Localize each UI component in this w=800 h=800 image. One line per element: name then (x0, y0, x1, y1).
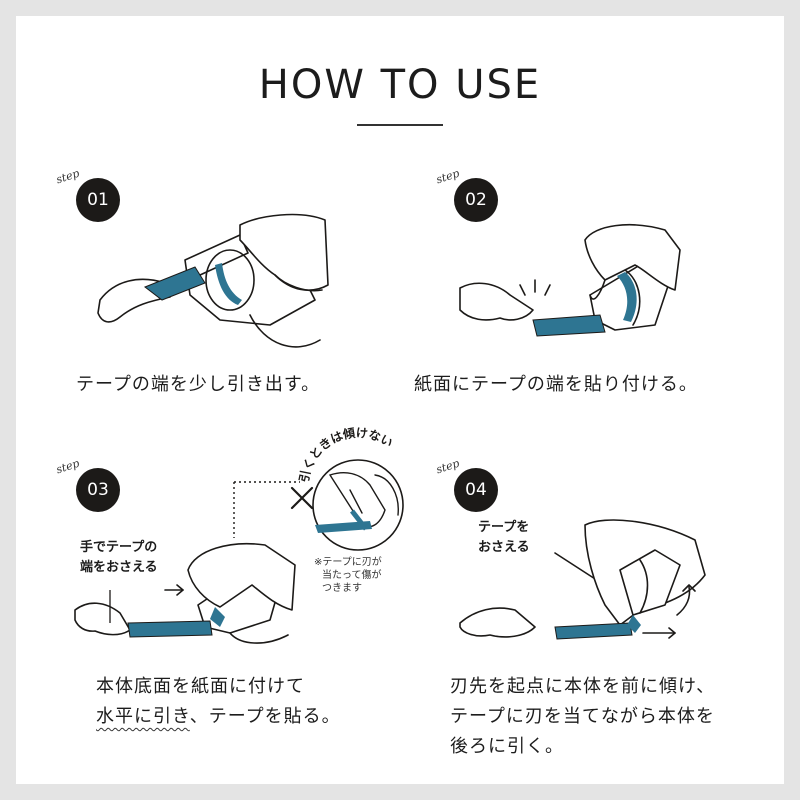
step2-caption: 紙面にテープの端を貼り付ける。 (414, 370, 698, 400)
page-title: HOW TO USE (258, 62, 542, 108)
step-number-4: 04 (454, 468, 498, 512)
step3-annotation-line-1: 手でテープの (80, 540, 158, 555)
step-number-1: 01 (76, 178, 120, 222)
step1-caption: テープの端を少し引き出す。 (76, 370, 320, 400)
step4-annotation: テープを おさえる (478, 518, 530, 558)
step4-caption: 刃先を起点に本体を前に傾け、 テープに刃を当てながら本体を 後ろに引く。 (450, 672, 715, 762)
step4-caption-line-3: 後ろに引く。 (450, 736, 564, 757)
step3-annotation: 手でテープの 端をおさえる (80, 538, 158, 578)
step3-note-line-2: 当たって傷が (322, 570, 382, 581)
step3-caption-line-1: 本体底面を紙面に付けて (96, 676, 305, 697)
step3-caption-rest: 、テープを貼る。 (189, 706, 341, 727)
step-number-2: 02 (454, 178, 498, 222)
step3-caption-line-2: 水平に引き、テープを貼る。 (96, 702, 341, 732)
instruction-card (16, 16, 784, 784)
step3-annotation-line-2: 端をおさえる (80, 560, 158, 575)
step3-note-line-1: ※テープに刃が (314, 557, 382, 568)
step3-note-line-3: つきます (322, 583, 362, 594)
step1-illustration (97, 213, 329, 348)
step4-illustration (459, 519, 706, 640)
step2-caption-line: 紙面にテープの端を貼り付ける。 (414, 374, 698, 395)
step4-annotation-line-2: おさえる (478, 540, 530, 555)
step4-annotation-line-1: テープを (478, 520, 530, 535)
title-underline (357, 124, 443, 126)
step3-caption-emphasis: 水平に引き (96, 706, 190, 727)
step-number-3: 03 (76, 468, 120, 512)
step2-illustration (459, 224, 681, 337)
step3-warning-inset: 引くときは傾けない (297, 425, 404, 551)
step3-x-mark (233, 481, 314, 538)
step3-caption: 本体底面を紙面に付けて 水平に引き、テープを貼る。 (96, 672, 341, 732)
step4-caption-line-2: テープに刃を当てながら本体を (450, 706, 715, 727)
step4-caption-line-1: 刃先を起点に本体を前に傾け、 (450, 676, 716, 697)
step3-note: ※テープに刃が 当たって傷が つきます (314, 556, 382, 595)
step3-illustration (74, 542, 296, 644)
step1-caption-line: テープの端を少し引き出す。 (76, 374, 321, 395)
